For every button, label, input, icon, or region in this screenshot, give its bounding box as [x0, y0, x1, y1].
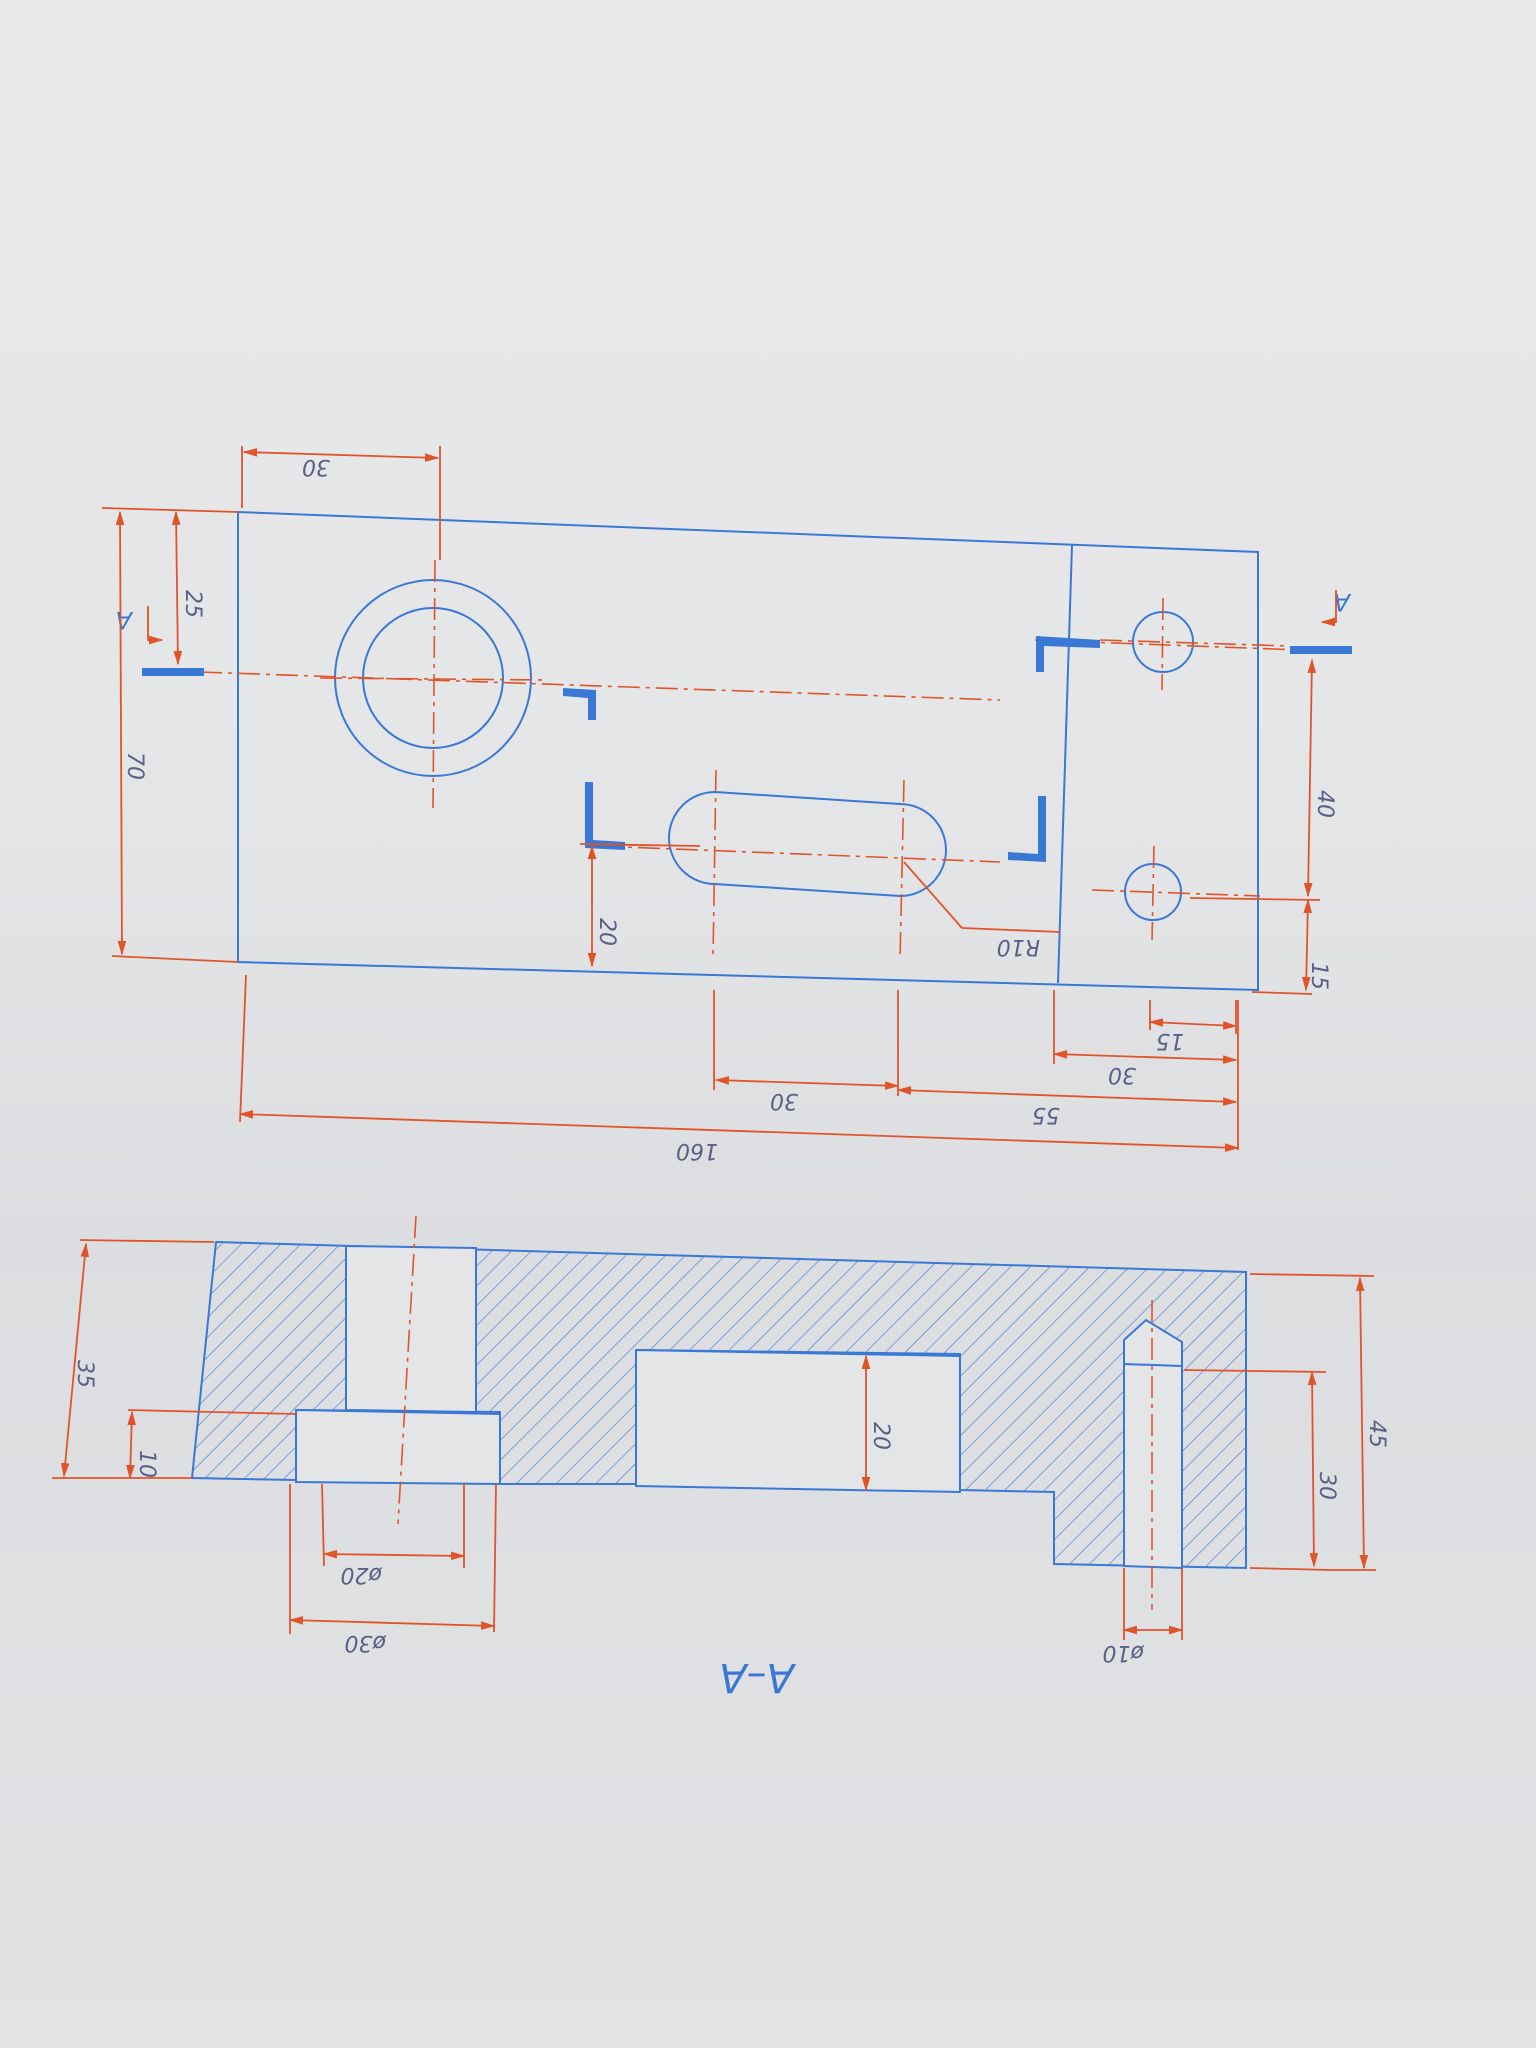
- dim-right-15: 15: [1251, 898, 1331, 995]
- svg-text:45: 45: [1364, 1420, 1389, 1448]
- svg-text:ø10: ø10: [1103, 1640, 1145, 1665]
- cut-label-top: A: [116, 606, 134, 634]
- svg-text:30: 30: [1314, 1472, 1339, 1500]
- svg-text:ø20: ø20: [341, 1562, 383, 1587]
- dim-bottom-15: 15: [1148, 1000, 1238, 1053]
- bore-centerline: [397, 1215, 417, 1525]
- dim-bottom-30a: 30: [1052, 990, 1238, 1087]
- plan-view: A A 30 70 25 20: [101, 446, 1352, 1163]
- small-hole-upper: [1099, 597, 1291, 691]
- dim-left-35: 35: [52, 1239, 215, 1479]
- dim-left-70: 70: [101, 507, 239, 963]
- slot-feature: [599, 769, 1001, 961]
- svg-text:55: 55: [1032, 1102, 1060, 1127]
- plan-outline: [237, 510, 1259, 992]
- dim-pocket-20: 20: [861, 1354, 893, 1492]
- svg-text:20: 20: [868, 1422, 893, 1450]
- svg-text:25: 25: [180, 590, 205, 618]
- dim-right-40: 40: [1189, 658, 1337, 901]
- dim-right-30: 30: [1183, 1369, 1339, 1571]
- svg-text:10: 10: [134, 1450, 159, 1478]
- section-view: 35 10 ø20 ø30 20: [52, 1215, 1389, 1700]
- small-hole-lower: [1091, 845, 1261, 941]
- svg-text:30: 30: [770, 1088, 798, 1113]
- dim-left-25: 25: [171, 510, 205, 666]
- svg-text:R10: R10: [997, 934, 1040, 959]
- dim-right-45: 45: [1249, 1273, 1389, 1571]
- dim-slot-20: 20: [579, 843, 701, 968]
- dim-top-30: 30: [241, 446, 441, 560]
- dim-bottom-55: 55: [896, 1086, 1238, 1127]
- svg-text:15: 15: [1306, 962, 1331, 990]
- svg-text:30: 30: [1108, 1062, 1136, 1087]
- svg-text:35: 35: [72, 1360, 97, 1388]
- svg-text:20: 20: [594, 918, 619, 946]
- svg-text:30: 30: [302, 454, 330, 479]
- dim-bottom-160: 160: [238, 974, 1240, 1163]
- svg-text:160: 160: [676, 1138, 718, 1163]
- cutting-plane-line: [142, 636, 1352, 862]
- dim-dia-20: ø20: [321, 1483, 466, 1587]
- dim-slot-radius: R10: [903, 861, 1061, 959]
- svg-text:40: 40: [1312, 790, 1337, 818]
- section-title: A–A: [719, 1654, 797, 1700]
- bore-through: [345, 1244, 477, 1414]
- dim-left-10: 10: [126, 1409, 297, 1480]
- cut-arrow-bottom: [1320, 590, 1337, 627]
- plan-step-line: [1057, 544, 1073, 984]
- cut-arrow-top: [147, 606, 164, 645]
- dim-bottom-30b: 30: [713, 990, 900, 1113]
- dim-dia-30: ø30: [288, 1483, 497, 1655]
- svg-text:70: 70: [122, 752, 147, 780]
- cut-label-bottom: A: [1334, 588, 1352, 616]
- counterbore-recess: [295, 1408, 501, 1486]
- svg-text:ø30: ø30: [345, 1630, 387, 1655]
- svg-text:15: 15: [1156, 1028, 1184, 1053]
- dim-dia-10: ø10: [1103, 1568, 1184, 1665]
- pin-hole: [1123, 1318, 1183, 1570]
- pocket: [635, 1348, 961, 1494]
- counterbore-hole: [319, 559, 549, 809]
